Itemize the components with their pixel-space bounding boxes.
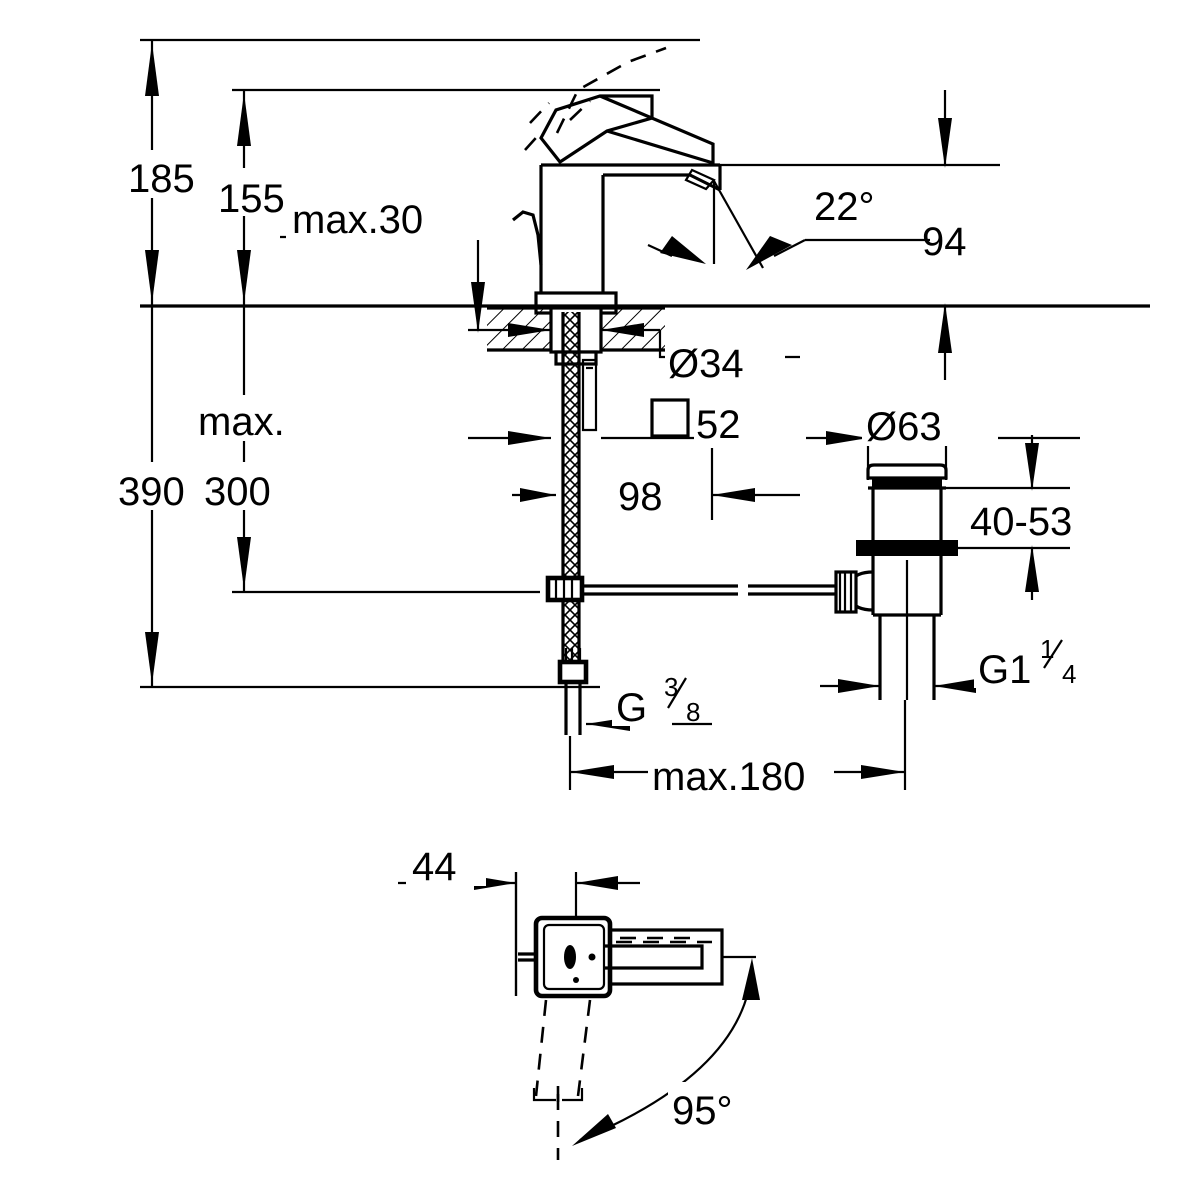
dim-g3-8: G 3 8: [586, 672, 712, 731]
waste-dimensions: Ø63 40-53 G1 1 4: [806, 398, 1112, 693]
dim-g-frac-denominator: 8: [686, 697, 700, 727]
dim-max30: max.30: [280, 192, 486, 333]
vertical-dimension-chain: 185 155 max.30 390: [112, 38, 700, 689]
dim-94: 94: [713, 90, 1008, 380]
dim-40-53: 40-53: [946, 435, 1112, 600]
dim-max180-label: max.180: [652, 755, 805, 799]
mounting-dimensions: Ø34 52 98: [468, 323, 800, 520]
dim-max-label: max.: [198, 400, 285, 444]
dim-g-label: G: [616, 686, 647, 730]
dim-dia34: Ø34: [468, 323, 800, 386]
dim-g1-frac-denominator: 4: [1062, 659, 1076, 689]
dim-40-53-label: 40-53: [970, 500, 1072, 544]
dim-22-degree-label: 22°: [814, 185, 875, 229]
dim-300-label: 300: [204, 470, 271, 514]
dim-g1-label: G1: [978, 648, 1031, 692]
dim-22-degree: 22°: [647, 178, 938, 270]
dim-155-label: 155: [218, 177, 285, 221]
dim-g1-frac-numerator: 1: [1040, 634, 1054, 664]
dim-g-frac-numerator: 3: [664, 672, 678, 702]
dim-max30-label: max.30: [292, 198, 423, 242]
dim-98: 98: [512, 448, 800, 520]
dim-98-label: 98: [618, 475, 663, 519]
spout-dimensions: 94 22°: [647, 90, 1008, 380]
dim-390-label: 390: [118, 470, 185, 514]
dim-94-label: 94: [922, 220, 967, 264]
dim-g1-1-4: G1 1 4: [820, 634, 1096, 693]
dim-square52: 52: [468, 396, 760, 447]
dim-dia63: Ø63: [806, 398, 1080, 480]
dim-max180: max.180: [568, 700, 907, 799]
faucet-side-elevation: [140, 46, 1150, 735]
dim-52-label: 52: [696, 403, 741, 447]
dim-155: 155: [210, 88, 660, 306]
dim-44: 44: [398, 838, 640, 996]
dim-max-300: max. 300: [192, 306, 540, 594]
supply-dimensions: G 3 8 max.180: [568, 672, 907, 799]
dim-185: 185: [118, 38, 700, 306]
dim-dia63-label: Ø63: [866, 405, 942, 449]
dim-95-degree: 95°: [572, 955, 792, 1146]
dim-185-label: 185: [128, 157, 195, 201]
dim-95-degree-label: 95°: [672, 1089, 733, 1133]
dim-dia34-label: Ø34: [668, 342, 744, 386]
plan-bottom-view: 44 95°: [398, 838, 792, 1160]
dim-44-label: 44: [412, 845, 457, 889]
